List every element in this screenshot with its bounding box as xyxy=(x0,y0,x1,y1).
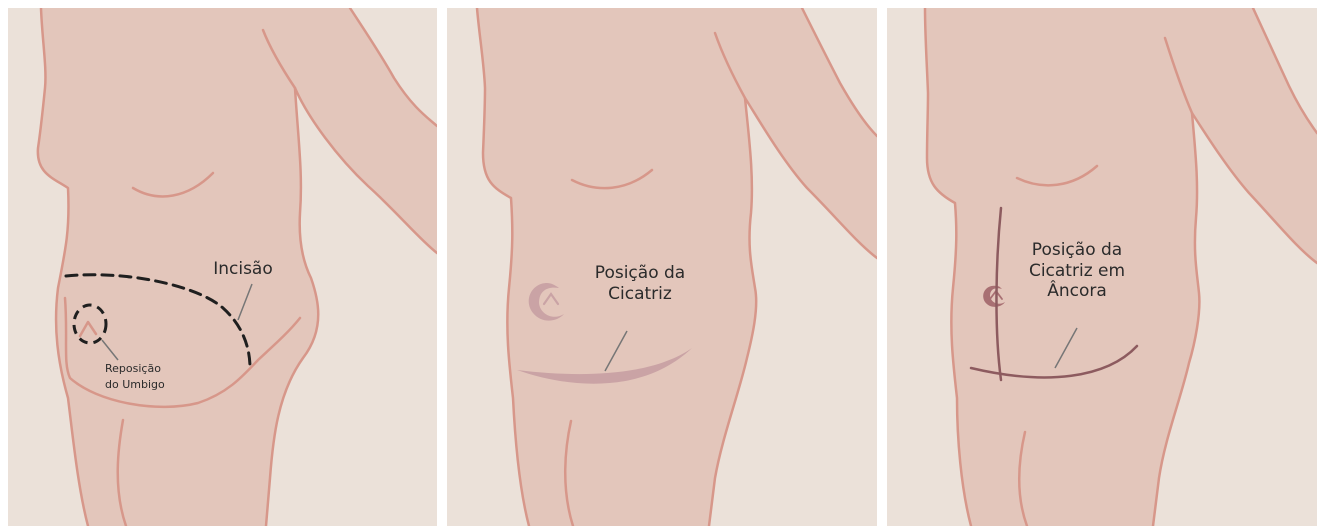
anchor-scar-label: Posição da Cicatriz em Âncora xyxy=(1022,240,1132,302)
navel-repositioning-label: Reposição do Umbigo xyxy=(105,361,169,393)
navel-label-line-2: do Umbigo xyxy=(105,377,169,393)
panel-scar-position: Posição da Cicatriz xyxy=(447,8,877,526)
navel-label-line-1: Reposição xyxy=(105,361,169,377)
scar-label-line-2: Cicatriz xyxy=(575,284,705,305)
anchor-label-line-2: Cicatriz em xyxy=(1022,261,1132,282)
anchor-label-line-3: Âncora xyxy=(1022,281,1132,302)
incision-label: Incisão xyxy=(213,259,273,280)
panel-incision: Incisão Reposição do Umbigo xyxy=(8,8,437,526)
panel-anchor-scar: Posição da Cicatriz em Âncora xyxy=(887,8,1317,526)
scar-position-label: Posição da Cicatriz xyxy=(575,263,705,304)
scar-label-line-1: Posição da xyxy=(575,263,705,284)
anchor-label-line-1: Posição da xyxy=(1022,240,1132,261)
